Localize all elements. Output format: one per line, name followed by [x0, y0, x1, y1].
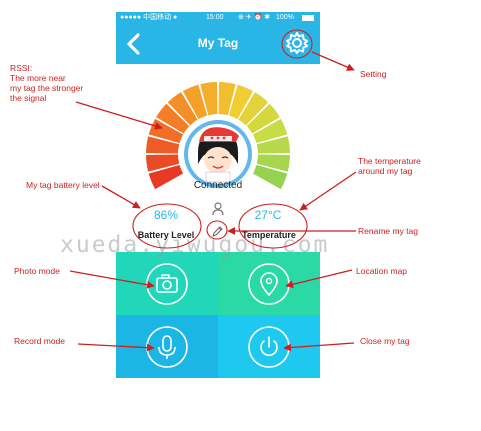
- gauge-segment: [252, 118, 288, 144]
- status-bar: ●●●●● 中国移动 ● 15:00 ⊕ ✈ ⏰ ✱ 100%: [116, 12, 320, 24]
- annotation-record-mode: Record mode: [14, 336, 66, 346]
- annotation-rssi: RSSI: The more near my tag the stronger …: [10, 63, 83, 103]
- annotation-close-tag: Close my tag: [360, 336, 410, 346]
- annotation-rssi-line: the signal: [10, 93, 47, 103]
- gauge-segment: [182, 84, 208, 120]
- annotation-temperature-line: The temperature: [358, 156, 421, 166]
- gauge-segment: [218, 82, 236, 116]
- annotation-photo-mode: Photo mode: [14, 266, 60, 276]
- gauge-segment: [256, 136, 290, 154]
- page-title: My Tag: [197, 36, 239, 50]
- gauge-segment: [246, 103, 280, 134]
- phone-screen: ●●●●● 中国移动 ● 15:00 ⊕ ✈ ⏰ ✱ 100% My Tag: [116, 12, 320, 378]
- photo-mode-button[interactable]: [116, 252, 218, 315]
- watermark: xueda.yiwugou.com: [60, 232, 330, 258]
- gear-icon[interactable]: [284, 30, 310, 56]
- back-arrow-icon[interactable]: [124, 32, 144, 56]
- power-icon: [248, 326, 290, 368]
- annotation-battery: My tag battery level: [26, 180, 100, 190]
- location-pin-icon: [248, 263, 290, 305]
- nav-bar: My Tag: [116, 24, 320, 64]
- annotation-rename: Rename my tag: [358, 226, 418, 236]
- gauge-segment: [146, 154, 180, 172]
- annotation-rssi-line: RSSI:: [10, 63, 33, 73]
- gauge-segment: [148, 164, 184, 190]
- gauge-segment: [252, 164, 288, 190]
- annotation-temperature: The temperature around my tag: [358, 156, 421, 176]
- temperature-value: 27°C: [254, 208, 282, 222]
- annotation-setting: Setting: [360, 69, 387, 79]
- gauge-segment: [200, 82, 218, 116]
- annotation-temperature-line: around my tag: [358, 166, 413, 176]
- microphone-icon: [146, 326, 188, 368]
- connection-status: Connected: [193, 180, 243, 191]
- close-tag-button[interactable]: [218, 315, 320, 378]
- annotation-rssi-line: my tag the stronger: [10, 83, 84, 93]
- status-icons: ⊕ ✈ ⏰ ✱: [238, 14, 271, 21]
- gauge-segment: [256, 154, 290, 172]
- location-map-button[interactable]: [218, 252, 320, 315]
- record-mode-button[interactable]: [116, 315, 218, 378]
- battery-icon: [302, 15, 314, 21]
- annotation-location-map: Location map: [356, 266, 408, 276]
- signal-gauge: [146, 82, 290, 190]
- battery-level-value: 86%: [153, 208, 179, 222]
- clock: 15:00: [206, 14, 224, 21]
- gauge-segment: [156, 103, 190, 134]
- gauge-segment: [146, 136, 180, 154]
- person-icon: [212, 202, 224, 216]
- carrier-label: ●●●●● 中国移动 ●: [120, 14, 178, 21]
- gauge-segment: [228, 84, 254, 120]
- camera-icon: [146, 263, 188, 305]
- battery-percent: 100%: [276, 14, 294, 21]
- annotation-rssi-line: The more near: [10, 73, 66, 83]
- gauge-segment: [238, 92, 269, 126]
- gauge-segment: [167, 92, 198, 126]
- girl-avatar-icon: [198, 127, 239, 183]
